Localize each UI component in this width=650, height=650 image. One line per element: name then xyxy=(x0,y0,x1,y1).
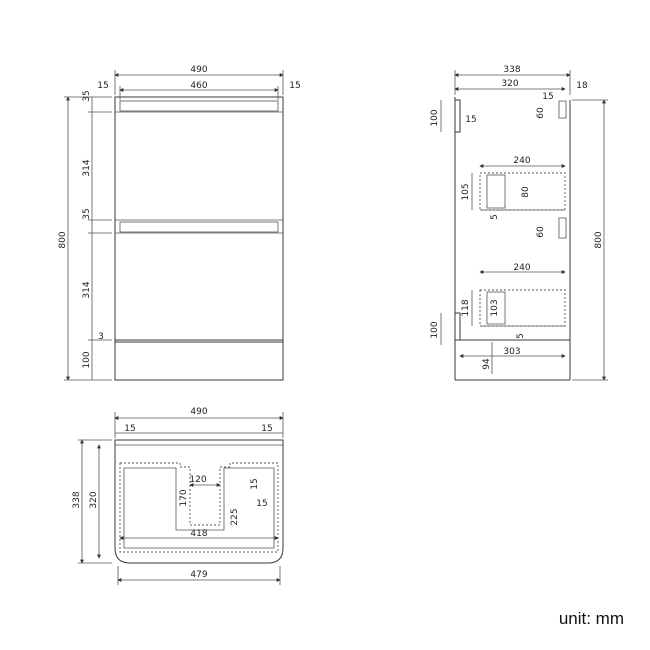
side-label-100a: 100 xyxy=(430,109,440,126)
plan-label-479: 479 xyxy=(190,570,207,580)
side-label-105: 105 xyxy=(461,183,471,200)
side-label-240a: 240 xyxy=(513,156,530,166)
side-label-15a: 15 xyxy=(465,115,476,125)
front-label-490: 490 xyxy=(190,65,207,75)
side-label-800: 800 xyxy=(594,231,604,248)
front-label-3: 3 xyxy=(98,332,104,342)
front-label-800: 800 xyxy=(58,231,68,248)
side-label-60b: 60 xyxy=(536,226,546,238)
plan-label-320: 320 xyxy=(89,491,99,508)
plan-label-15r: 15 xyxy=(261,424,272,434)
plan-label-15a: 15 xyxy=(250,478,260,489)
side-drawer2-inner xyxy=(486,291,506,325)
side-label-18: 18 xyxy=(576,81,588,91)
front-top-recess xyxy=(119,100,279,112)
plan-label-225: 225 xyxy=(230,508,240,525)
front-mid-recess xyxy=(119,221,279,233)
plan-label-170: 170 xyxy=(179,489,189,506)
side-label-5b: 5 xyxy=(516,333,526,339)
side-drawer1-inner xyxy=(486,174,506,209)
plan-label-120: 120 xyxy=(189,475,206,485)
side-label-80: 80 xyxy=(521,186,531,198)
side-runner-top xyxy=(558,100,567,119)
front-label-100: 100 xyxy=(82,351,92,368)
side-label-118: 118 xyxy=(461,299,471,316)
plan-view: 490 15 15 120 170 15 225 15 418 338 320 … xyxy=(72,407,284,585)
plan-cutout xyxy=(119,462,279,553)
plan-inner xyxy=(123,467,275,549)
side-label-103: 103 xyxy=(490,299,500,316)
side-label-5a: 5 xyxy=(490,214,500,220)
side-runner-mid xyxy=(558,217,567,239)
side-label-94: 94 xyxy=(482,358,492,370)
side-label-15top: 15 xyxy=(542,92,553,102)
plan-label-418: 418 xyxy=(190,529,207,539)
plan-outline xyxy=(114,439,284,564)
side-label-100b: 100 xyxy=(430,321,440,338)
front-label-314b: 314 xyxy=(82,281,92,298)
front-cabinet-outline xyxy=(114,96,284,381)
side-back-panel2 xyxy=(455,312,461,341)
side-label-320: 320 xyxy=(501,79,518,89)
plan-label-338: 338 xyxy=(72,491,82,508)
plan-label-15l: 15 xyxy=(124,424,135,434)
side-label-338: 338 xyxy=(503,65,520,75)
side-back-panel xyxy=(455,99,461,133)
front-label-35a: 35 xyxy=(82,90,92,101)
side-label-60a: 60 xyxy=(536,107,546,119)
unit-label: unit: mm xyxy=(559,609,624,628)
side-label-303: 303 xyxy=(503,347,520,357)
front-label-314a: 314 xyxy=(82,159,92,176)
front-label-15l: 15 xyxy=(97,81,108,91)
front-label-15r: 15 xyxy=(289,81,300,91)
front-label-460: 460 xyxy=(190,81,207,91)
side-view: 338 320 18 15 60 100 15 240 105 80 5 60 … xyxy=(430,65,608,381)
plan-label-490: 490 xyxy=(190,407,207,417)
side-label-240b: 240 xyxy=(513,263,530,273)
plan-label-15b: 15 xyxy=(256,499,267,509)
front-label-35b: 35 xyxy=(82,208,92,219)
front-view: 490 460 15 15 800 35 314 35 314 3 100 xyxy=(58,65,301,381)
side-drawer2-box xyxy=(479,289,566,327)
